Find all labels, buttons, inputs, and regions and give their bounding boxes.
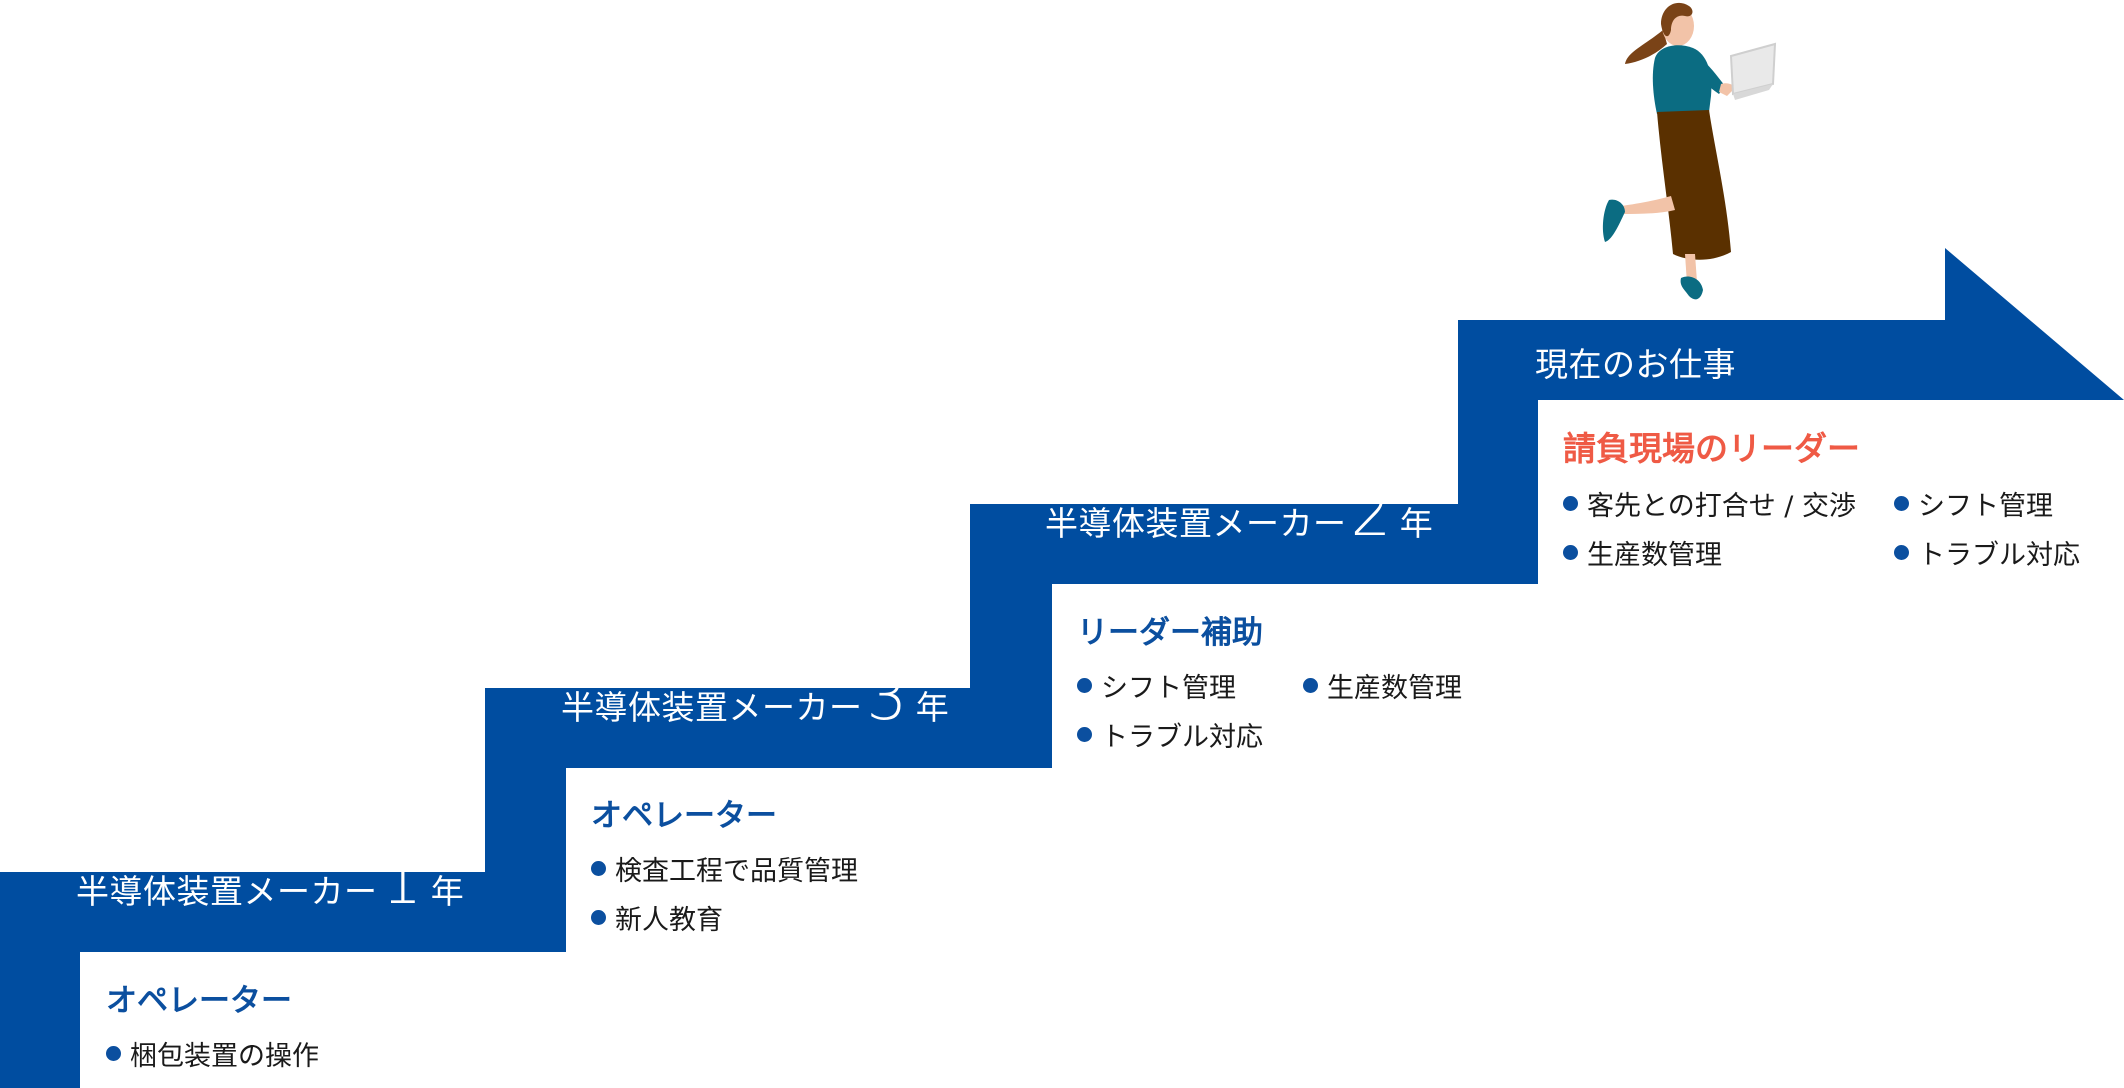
shoe-front — [1680, 276, 1703, 300]
current-title: 現在のお仕事 — [1535, 345, 1736, 384]
list-item: 新人教育 — [591, 898, 858, 937]
step3-body: リーダー補助 シフト管理 生産数管理 トラブル対応 — [1077, 607, 1462, 754]
bullet-dot-icon — [106, 1046, 121, 1061]
step1-company: 半導体装置メーカー — [76, 872, 378, 911]
step3-role: リーダー補助 — [1077, 615, 1263, 651]
step2-body: オペレーター 検査工程で品質管理 新人教育 — [591, 790, 858, 937]
list-item: 生産数管理 — [1563, 533, 1856, 572]
step1-role: オペレーター — [106, 983, 292, 1019]
step2-years: 3 — [866, 661, 908, 735]
hair-ponytail — [1625, 30, 1667, 64]
skirt — [1657, 110, 1731, 260]
hair — [1661, 2, 1693, 37]
list-item: シフト管理 — [1894, 484, 2080, 523]
step1-years: 1 — [381, 845, 423, 919]
step3-bullets: シフト管理 生産数管理 トラブル対応 — [1077, 666, 1462, 754]
list-item: 客先との打合せ / 交渉 — [1563, 484, 1856, 523]
woman-with-laptop-icon — [1602, 2, 1777, 300]
bullet-dot-icon — [1303, 678, 1318, 693]
step2-role: オペレーター — [591, 798, 777, 834]
shoe-back — [1602, 199, 1625, 242]
bullet-dot-icon — [1077, 727, 1092, 742]
step2-label: 半導体装置メーカー 3 年 — [561, 666, 949, 730]
bullet-dot-icon — [1563, 496, 1578, 511]
step3-years: 2 — [1350, 477, 1392, 551]
hand — [1719, 83, 1735, 96]
current-label: 現在のお仕事 — [1535, 338, 1736, 386]
list-item: 検査工程で品質管理 — [591, 849, 858, 888]
list-item: トラブル対応 — [1894, 533, 2080, 572]
list-item: 梱包装置の操作 — [106, 1034, 319, 1073]
laptop-base — [1733, 84, 1773, 100]
current-bullets: 客先との打合せ / 交渉 シフト管理 生産数管理 トラブル対応 — [1563, 484, 2080, 572]
leg-back — [1621, 196, 1675, 214]
bullet-dot-icon — [1077, 678, 1092, 693]
list-item: 生産数管理 — [1303, 666, 1462, 705]
bullet-dot-icon — [1894, 545, 1909, 560]
list-item: トラブル対応 — [1077, 715, 1263, 754]
leg-front — [1685, 254, 1697, 284]
list-item: シフト管理 — [1077, 666, 1263, 705]
arm — [1691, 56, 1725, 94]
staircase-shape — [0, 248, 2124, 1088]
step3-label: 半導体装置メーカー 2 年 — [1045, 482, 1433, 546]
bullet-dot-icon — [1563, 545, 1578, 560]
current-role: 請負現場のリーダー — [1563, 429, 1860, 468]
step3-company: 半導体装置メーカー — [1045, 504, 1347, 543]
step2-company: 半導体装置メーカー — [561, 688, 863, 727]
step2-bullets: 検査工程で品質管理 新人教育 — [591, 849, 858, 937]
step1-year-unit: 年 — [430, 872, 465, 911]
bullet-dot-icon — [591, 861, 606, 876]
step1-body: オペレーター 梱包装置の操作 — [106, 975, 319, 1073]
step2-year-unit: 年 — [915, 688, 950, 727]
bullet-dot-icon — [1894, 496, 1909, 511]
step1-bullets: 梱包装置の操作 — [106, 1034, 319, 1073]
step1-label: 半導体装置メーカー 1 年 — [76, 850, 464, 914]
step3-year-unit: 年 — [1399, 504, 1434, 543]
bullet-dot-icon — [591, 910, 606, 925]
current-body: 請負現場のリーダー 客先との打合せ / 交渉 シフト管理 生産数管理 トラブル対… — [1563, 422, 2080, 572]
